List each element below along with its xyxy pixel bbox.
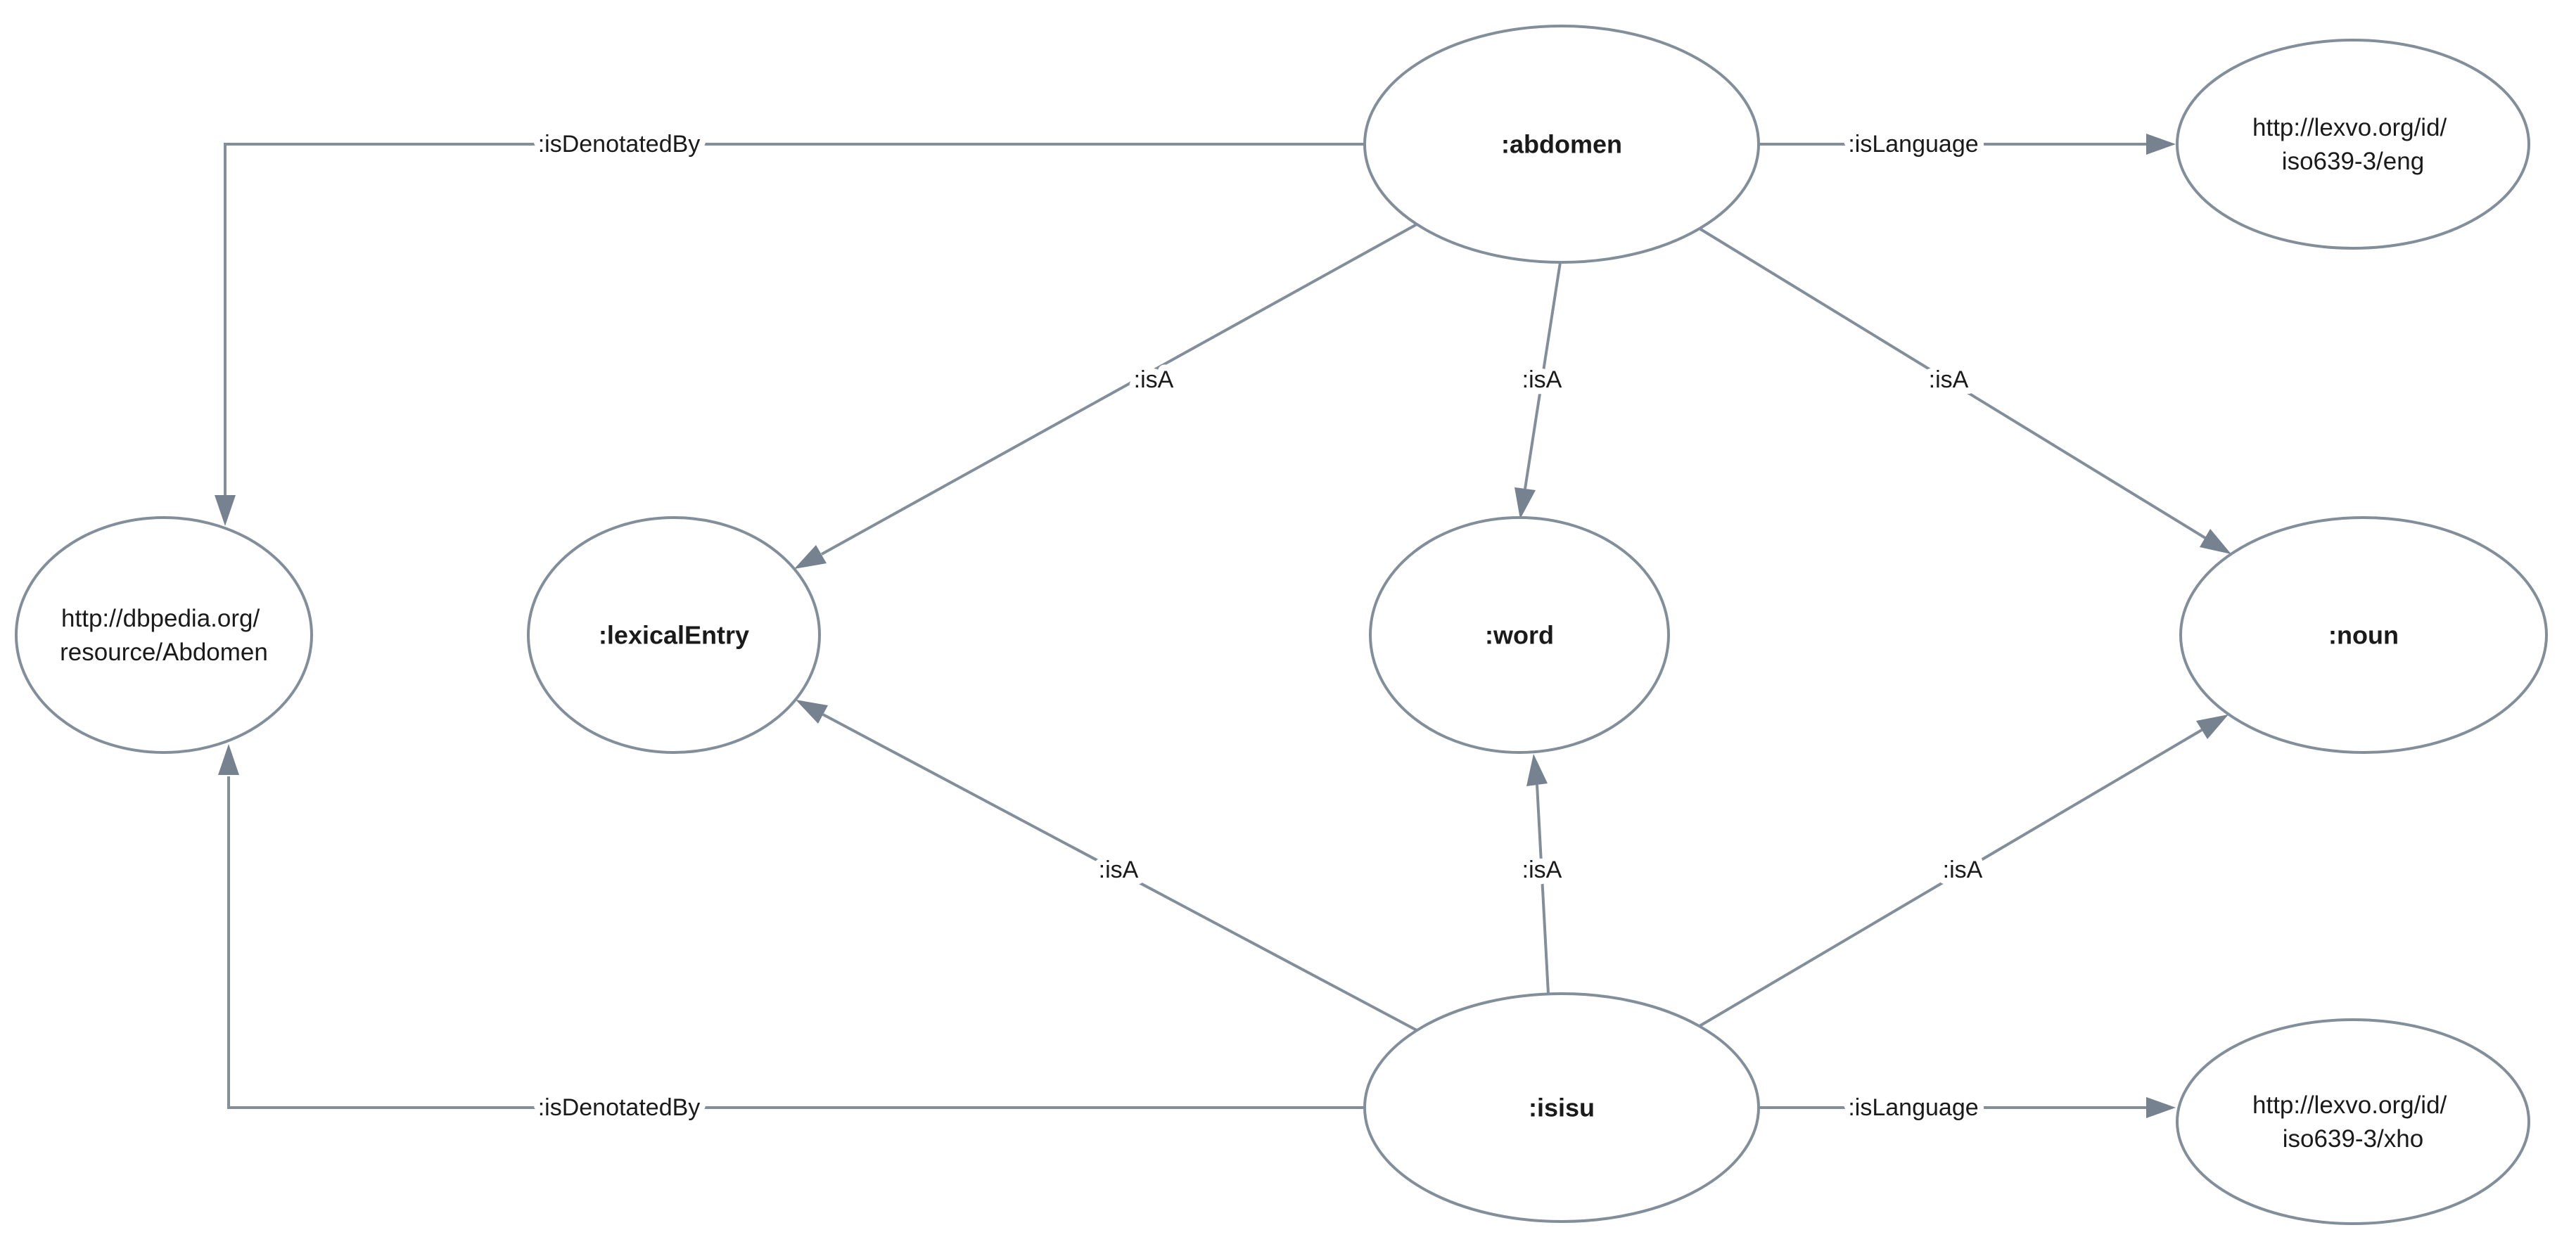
node-isisu-ellipse [1363, 992, 1760, 1223]
arrowhead-into-noun-top [2200, 529, 2231, 554]
arrowhead-into-dbpedia-top [215, 495, 236, 526]
arrowhead-into-lexvo-eng [2146, 134, 2176, 155]
edge-isisu-dbpedia [227, 776, 1365, 1109]
node-noun-ellipse [2179, 516, 2548, 754]
node-abdomen-ellipse [1363, 25, 1760, 264]
edge-label-isdenotatedby-bottom: :isDenotatedBy [538, 1094, 701, 1121]
edge-label-isa-abdomen-lexical-entry: :isA [1134, 366, 1174, 393]
edge-label-islanguage-top: :isLanguage [1848, 131, 1978, 158]
nodes [15, 25, 2548, 1225]
arrowhead-into-lexical-entry-bottom [796, 700, 828, 724]
node-lexvo-xho-label: http://lexvo.org/id/ iso639-3/xho [2252, 1091, 2454, 1153]
arrowhead-into-dbpedia-bottom [218, 744, 239, 775]
edge-label-isa-isisu-word: :isA [1522, 857, 1562, 883]
edge-abdomen-dbpedia [224, 143, 1365, 496]
edge-abdomen-lexical-entry [821, 223, 1417, 556]
edge-abdomen-word [1524, 262, 1562, 489]
node-lexical-entry-ellipse [527, 516, 821, 754]
arrowhead-into-word-top [1515, 487, 1536, 519]
edge-isisu-word [1536, 784, 1550, 994]
edge-label-isdenotatedby-top: :isDenotatedBy [538, 131, 701, 158]
arrowhead-into-lexical-entry-top [794, 545, 827, 569]
edge-label-isa-abdomen-noun: :isA [1929, 366, 1969, 393]
node-lexvo-eng-label: http://lexvo.org/id/ iso639-3/eng [2252, 114, 2454, 175]
node-isisu-label: :isisu [1529, 1094, 1595, 1122]
edge-label-isa-isisu-noun: :isA [1943, 857, 1983, 883]
edge-label-islanguage-bottom: :isLanguage [1848, 1094, 1978, 1121]
arrowhead-into-lexvo-xho [2146, 1097, 2176, 1118]
arrowhead-into-word-bottom [1526, 754, 1548, 786]
node-noun-label: :noun [2328, 621, 2399, 650]
edge-label-isa-isisu-lexical-entry: :isA [1099, 857, 1139, 883]
node-word-label: :word [1485, 621, 1554, 650]
arrowhead-into-noun-bottom [2196, 714, 2229, 739]
edge-label-isa-abdomen-word: :isA [1522, 366, 1562, 393]
node-lexvo-xho-ellipse [2176, 1018, 2530, 1225]
node-word-ellipse [1369, 516, 1670, 754]
edge-isisu-noun [1698, 729, 2203, 1027]
node-dbpedia-abdomen-ellipse [15, 516, 313, 754]
node-abdomen-label: :abdomen [1501, 130, 1622, 159]
edges [224, 143, 2207, 1109]
node-labels: :abdomen http://lexvo.org/id/ iso639-3/e… [60, 114, 2454, 1153]
edge-abdomen-noun [1698, 227, 2207, 539]
arrowheads [215, 134, 2231, 1118]
node-dbpedia-abdomen-label: http://dbpedia.org/ resource/Abdomen [60, 605, 268, 666]
edge-labels: :isDenotatedBy :isLanguage :isA :isA :is… [532, 124, 1989, 1127]
node-lexvo-eng-ellipse [2176, 39, 2530, 250]
node-lexical-entry-label: :lexicalEntry [599, 621, 749, 650]
edge-isisu-lexical-entry [822, 713, 1417, 1032]
